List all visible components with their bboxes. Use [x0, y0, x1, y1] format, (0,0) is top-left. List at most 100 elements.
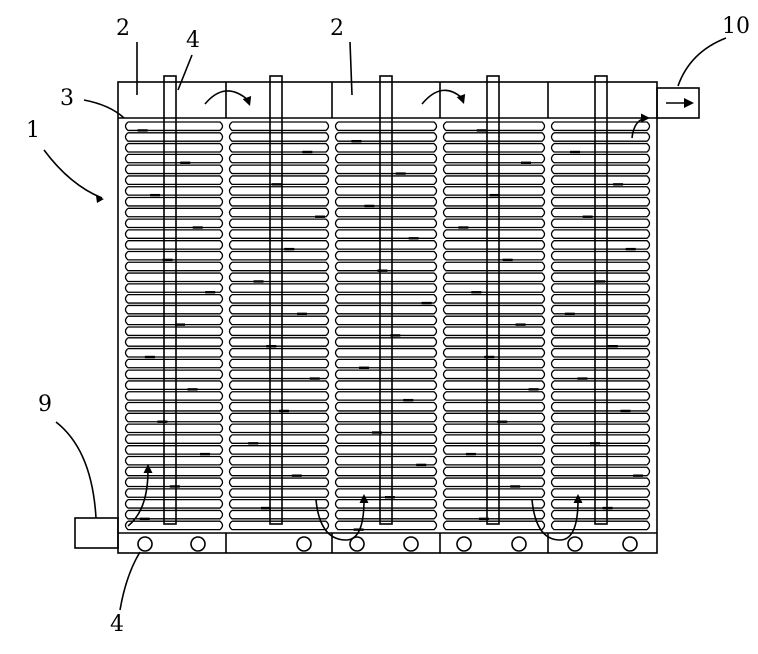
fin-row [124, 412, 224, 423]
fin-row [228, 164, 330, 175]
fin-row [334, 455, 438, 466]
fin-row [442, 186, 546, 196]
tube-4 [486, 75, 500, 525]
fin-row [124, 423, 224, 434]
leader-tube-top [177, 54, 193, 91]
fin-row [442, 347, 546, 358]
fin-row [442, 520, 546, 531]
fin-row [334, 347, 438, 358]
header-hole [403, 536, 419, 552]
fin-row [442, 509, 546, 520]
fin-row [442, 498, 546, 509]
fin-row [334, 358, 438, 369]
fin-row [550, 142, 651, 153]
fin-row [550, 358, 651, 369]
fin-row [334, 186, 438, 196]
fin-row [228, 520, 330, 531]
fin-row [124, 207, 224, 218]
fin-row [228, 358, 330, 369]
fin-row [334, 164, 438, 175]
fin-row [228, 153, 330, 164]
fin-row [334, 218, 438, 229]
fin-row [334, 240, 438, 250]
fin-row [124, 315, 224, 326]
fin-row [228, 412, 330, 423]
fin-row [334, 380, 438, 391]
fin-row [334, 272, 438, 283]
fin-row [124, 229, 224, 239]
tube-5 [594, 75, 608, 525]
header-hole [511, 536, 527, 552]
leader-partition [83, 99, 125, 119]
fin-row [124, 445, 224, 455]
top-flow-arrow-1 [204, 90, 249, 105]
top-flow-arrow-1-head [242, 96, 252, 106]
fin-row [228, 132, 330, 142]
fin-row [550, 326, 651, 337]
fin-row [124, 196, 224, 207]
inlet-flow-arrow-head [143, 464, 153, 473]
fin-row [334, 153, 438, 164]
fin-row [334, 412, 438, 423]
fin-row [550, 304, 651, 315]
bottom-flow-arrow-1-head [359, 494, 369, 503]
fin-row [334, 401, 438, 412]
fin-row [334, 477, 438, 488]
fin-row [228, 401, 330, 412]
header-hole [190, 536, 206, 552]
leader-tube-bottom [119, 551, 141, 611]
top-flow-arrow-2-head [456, 94, 466, 104]
label-tube-top: 4 [186, 28, 200, 53]
fin-row [334, 304, 438, 315]
fin-row [334, 434, 438, 444]
fin-row [124, 261, 224, 272]
fin-row [124, 455, 224, 466]
fin-row [550, 434, 651, 444]
fin-row [550, 207, 651, 218]
outlet-arrow-head [684, 98, 694, 108]
fin-row [550, 347, 651, 358]
fin-row [228, 121, 330, 132]
fin-row [442, 315, 546, 326]
fin-row [228, 261, 330, 272]
fin-row [228, 445, 330, 455]
top-flow-arrow-2 [421, 89, 463, 105]
tube-3 [379, 75, 393, 525]
fin-row [442, 196, 546, 207]
fin-row [550, 509, 651, 520]
fin-row [334, 369, 438, 380]
fin-row [442, 358, 546, 369]
fin-row [124, 488, 224, 498]
fin-row [228, 304, 330, 315]
fin-row [442, 293, 546, 304]
fin-row [124, 283, 224, 293]
fin-row [228, 391, 330, 401]
fin-row [334, 293, 438, 304]
fin-row [442, 283, 546, 293]
fin-row [442, 401, 546, 412]
fin-row [550, 153, 651, 164]
leader-body [43, 149, 103, 199]
header-hole [456, 536, 472, 552]
fin-row [550, 455, 651, 466]
fin-row [442, 153, 546, 164]
fin-row [550, 369, 651, 380]
fin-row [550, 218, 651, 229]
inlet-pipe [74, 517, 119, 549]
fin-row [442, 164, 546, 175]
fin-row [124, 509, 224, 520]
fin-row [442, 391, 546, 401]
fin-row [228, 326, 330, 337]
fin-row [334, 196, 438, 207]
inlet-flow-arrow [127, 469, 149, 527]
flat-tubes [163, 75, 608, 525]
fin-row [228, 509, 330, 520]
fin-row [228, 218, 330, 229]
fin-row [442, 466, 546, 477]
fin-row [124, 466, 224, 477]
fin-row [124, 401, 224, 412]
fin-row [550, 175, 651, 186]
fin-row [550, 283, 651, 293]
fin-row [442, 455, 546, 466]
